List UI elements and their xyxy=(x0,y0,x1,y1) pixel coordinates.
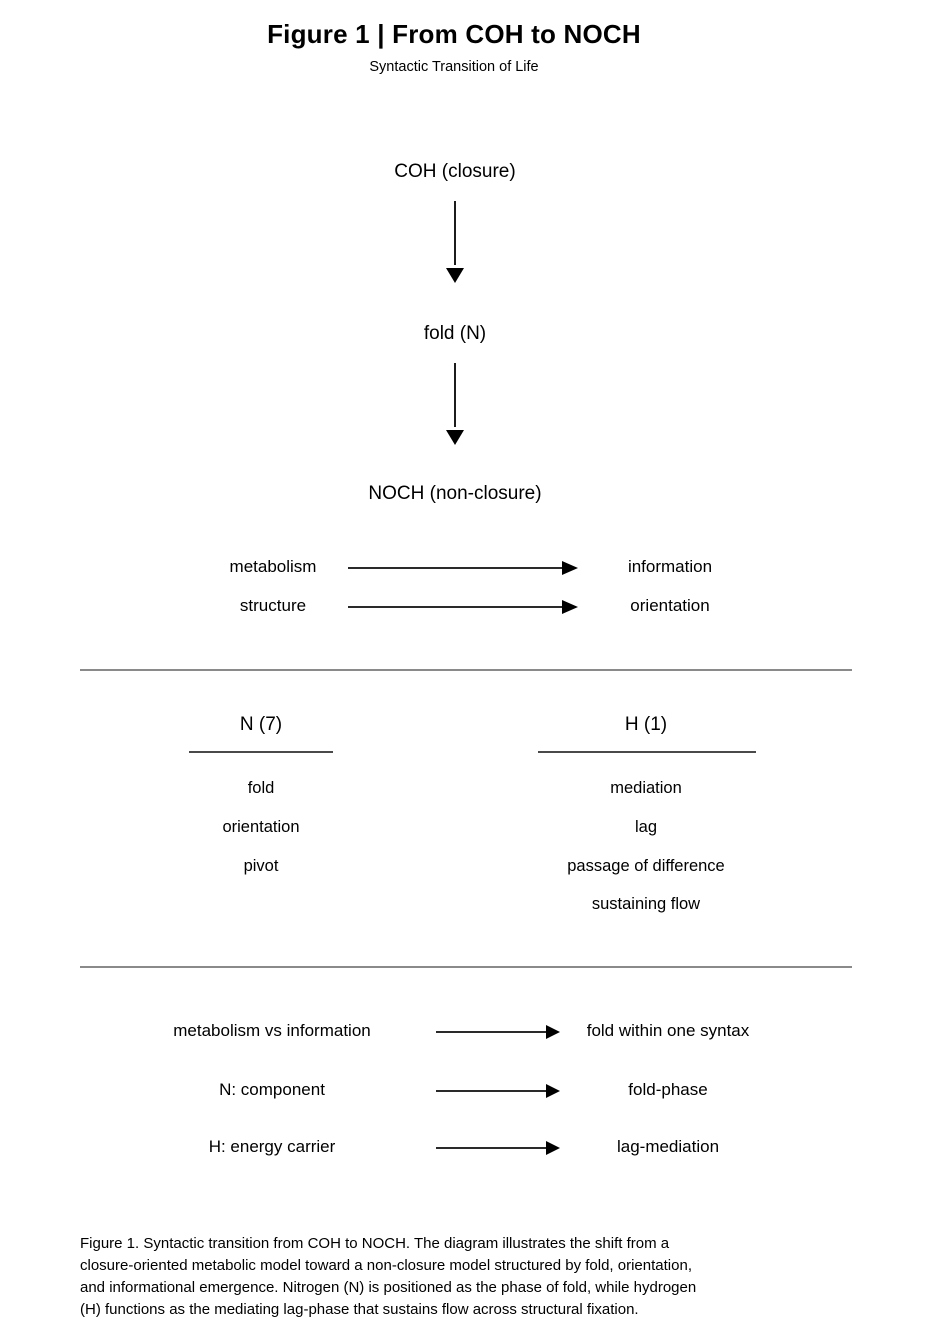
column-n-item: orientation xyxy=(222,818,300,836)
column-h-item: passage of difference xyxy=(567,857,725,875)
mapping-3-right-arrow xyxy=(436,1141,560,1155)
mapping-2-from-label: N: component xyxy=(219,1080,325,1099)
arrow-down-head-icon-1 xyxy=(446,268,464,283)
arrow-right-head-icon xyxy=(546,1084,560,1098)
column-h-header: H (1) xyxy=(624,714,668,735)
mapping-3-to-label: lag-mediation xyxy=(616,1137,720,1156)
pair-2-to-label: orientation xyxy=(630,596,710,615)
column-n-header: N (7) xyxy=(239,714,283,735)
arrow-line xyxy=(348,567,562,569)
arrow-down-head-icon-2 xyxy=(446,430,464,445)
node-fold-n: fold (N) xyxy=(423,323,487,344)
column-n-underline xyxy=(189,751,333,753)
column-h-item: sustaining flow xyxy=(591,895,701,913)
pair-1-to-label: information xyxy=(627,557,713,576)
mapping-1-to-label: fold within one syntax xyxy=(586,1021,750,1040)
arrow-line xyxy=(436,1090,546,1092)
column-n-item: pivot xyxy=(243,857,279,875)
pair-1-right-arrow xyxy=(348,560,578,576)
node-noch-non-closure: NOCH (non-closure) xyxy=(368,483,542,504)
arrow-right-head-icon xyxy=(562,600,578,614)
figure-title: Figure 1 | From COH to NOCH xyxy=(267,19,641,49)
mapping-1-right-arrow xyxy=(436,1025,560,1039)
pair-2-from-label: structure xyxy=(239,596,307,615)
pair-1-from-label: metabolism xyxy=(229,557,317,576)
pair-2-right-arrow xyxy=(348,599,578,615)
caption-line: (H) functions as the mediating lag-phase… xyxy=(80,1301,639,1318)
caption-line: and informational emergence. Nitrogen (N… xyxy=(80,1279,697,1296)
arrow-down-line-2 xyxy=(454,363,456,427)
column-h-item: lag xyxy=(634,818,658,836)
column-h-item: mediation xyxy=(610,779,682,797)
mapping-2-right-arrow xyxy=(436,1084,560,1098)
mapping-3-from-label: H: energy carrier xyxy=(208,1137,336,1156)
arrow-down-line-1 xyxy=(454,201,456,265)
arrow-right-head-icon xyxy=(562,561,578,575)
column-n-item: fold xyxy=(247,779,275,797)
figure-caption: Figure 1. Syntactic transition from COH … xyxy=(80,1233,870,1321)
node-coh-closure: COH (closure) xyxy=(394,161,516,182)
figure-subtitle: Syntactic Transition of Life xyxy=(369,59,539,75)
section-divider-top xyxy=(80,669,852,671)
arrow-line xyxy=(436,1147,546,1149)
column-h-underline xyxy=(538,751,756,753)
section-divider-bottom xyxy=(80,966,852,968)
caption-line: Figure 1. Syntactic transition from COH … xyxy=(80,1235,670,1252)
mapping-1-from-label: metabolism vs information xyxy=(173,1021,371,1040)
arrow-right-head-icon xyxy=(546,1141,560,1155)
caption-line: closure-oriented metabolic model toward … xyxy=(80,1257,692,1274)
arrow-right-head-icon xyxy=(546,1025,560,1039)
mapping-2-to-label: fold-phase xyxy=(628,1080,708,1099)
arrow-line xyxy=(348,606,562,608)
arrow-line xyxy=(436,1031,546,1033)
